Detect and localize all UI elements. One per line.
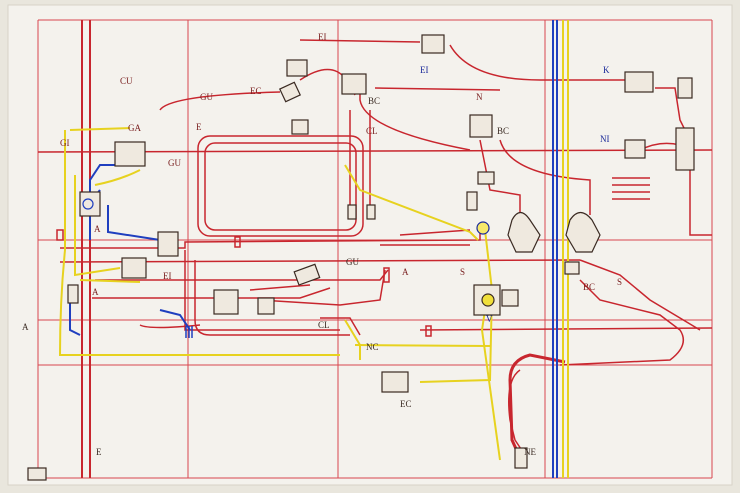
left-red-bus: [81, 20, 91, 478]
plug-bottom-left: [381, 371, 409, 393]
label-bc-lower: BC: [583, 282, 595, 292]
label-a-side: A: [92, 287, 99, 297]
fuse-center: [466, 191, 478, 211]
module-bottom-left: [213, 289, 239, 315]
label-gu-left: GU: [200, 92, 213, 102]
label-cl-lower: CL: [318, 320, 330, 330]
relay-center: [477, 171, 495, 185]
label-bc-top: BC: [368, 96, 380, 106]
label-cl-mid: CL: [366, 126, 378, 136]
label-a-center: A: [402, 267, 409, 277]
plug-center: [293, 263, 321, 286]
thick-red-wire: [508, 353, 566, 463]
markers: [56, 229, 432, 337]
box-bottom-center: [501, 289, 519, 307]
connector-mid-1: [347, 204, 357, 220]
valve-left: [507, 211, 541, 253]
label-nc-lower: NC: [366, 342, 379, 352]
fuse-bottom: [514, 447, 528, 469]
plug-left-mid: [121, 257, 147, 279]
label-a-edge: A: [22, 322, 29, 332]
valve-right: [565, 211, 601, 253]
label-top-ei: EI: [318, 32, 327, 42]
sensor-core: [82, 198, 94, 210]
plug-left-top: [278, 81, 302, 103]
label-e-small: E: [196, 122, 202, 132]
label-ei-center: EI: [420, 65, 429, 75]
label-n-mid: N: [476, 92, 483, 102]
box-center-right: [469, 114, 493, 138]
relay-right-top: [624, 71, 654, 93]
components: [27, 34, 695, 481]
paper-sheet: [7, 4, 733, 486]
legend-lines: [612, 177, 650, 200]
label-v-mark: V: [486, 314, 493, 324]
lamp-bottom: [481, 293, 495, 307]
label-ec-top: EC: [250, 86, 262, 96]
label-s-mid: S: [460, 267, 465, 277]
label-ne-bottom: NE: [524, 447, 536, 457]
label-a-left: A: [94, 224, 101, 234]
label-s-right: S: [617, 277, 622, 287]
label-bc-right: BC: [497, 126, 509, 136]
module-left: [114, 141, 146, 167]
label-gu-small: GU: [168, 158, 181, 168]
connector-right: [624, 139, 646, 159]
red-wires: [37, 39, 713, 456]
junction-center-left: [157, 231, 179, 257]
valves: [82, 198, 601, 307]
label-k-top: K: [603, 65, 610, 75]
label-ni-right: NI: [600, 134, 610, 144]
gauge-center: [476, 221, 490, 235]
fuse-left: [67, 284, 79, 304]
terminal-right: [675, 127, 695, 171]
connector-mid-2: [366, 204, 376, 220]
relay-bottom-center: [473, 284, 501, 316]
label-gu-center: GU: [346, 257, 359, 267]
label-ga-left: GA: [128, 123, 141, 133]
yellow-wires: [58, 20, 569, 478]
small-box-left: [291, 119, 309, 135]
label-ec-bottom: EC: [400, 399, 412, 409]
relay-top-center: [421, 34, 445, 54]
connector-top-left: [286, 59, 308, 77]
sensor-left: [79, 191, 101, 217]
label-e-bottom: E: [96, 447, 102, 457]
label-gi-left: GI: [60, 138, 70, 148]
label-ei-lower: EI: [163, 271, 172, 281]
block-right-top: [677, 77, 693, 99]
module-center-top: [341, 73, 367, 95]
ground-base: [27, 467, 47, 481]
switch-right-1: [564, 261, 580, 275]
label-cu-left: CU: [120, 76, 133, 86]
connector-bottom-center: [257, 297, 275, 315]
comb-symbol: [185, 326, 193, 338]
